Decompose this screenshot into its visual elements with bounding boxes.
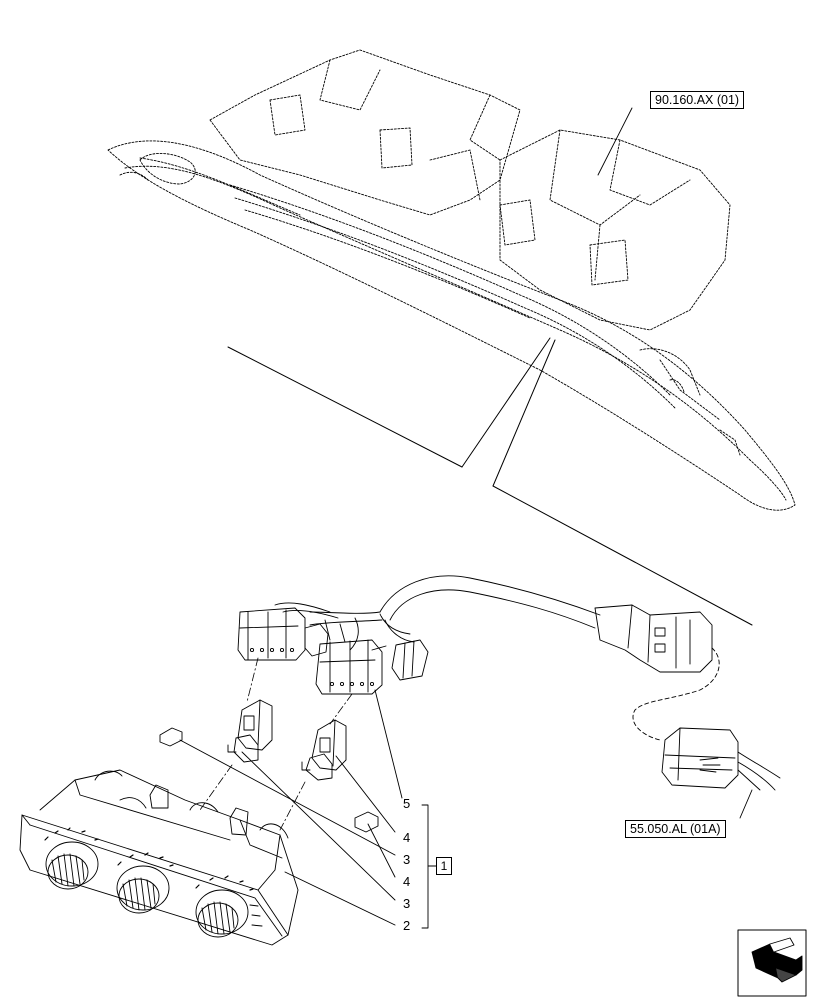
dashed-wire-link bbox=[632, 647, 720, 741]
wiring-harness bbox=[237, 575, 713, 695]
dashboard-duct-assembly bbox=[107, 49, 796, 511]
relay-right bbox=[301, 719, 347, 781]
alignment-lines bbox=[199, 657, 353, 831]
connector-55050 bbox=[661, 727, 781, 791]
pad-left bbox=[159, 727, 183, 747]
callout-3-lower: 3 bbox=[403, 896, 411, 911]
leader-ref-top bbox=[597, 107, 633, 176]
reference-box-55050[interactable]: 55.050.AL (01A) bbox=[625, 820, 726, 838]
hvac-control-panel bbox=[19, 769, 299, 946]
knob-left bbox=[45, 841, 99, 890]
callout-3-upper: 3 bbox=[403, 852, 411, 867]
knob-right bbox=[195, 889, 249, 938]
callout-4-lower: 4 bbox=[403, 874, 411, 889]
callout-2: 2 bbox=[403, 918, 411, 933]
reference-box-90160[interactable]: 90.160.AX (01) bbox=[650, 91, 745, 109]
knob-center bbox=[116, 865, 170, 914]
relay-left bbox=[227, 699, 273, 763]
nav-arrow-icon bbox=[737, 929, 807, 997]
callout-4-upper: 4 bbox=[403, 830, 411, 845]
leader-ref-right bbox=[739, 789, 753, 819]
callout-leaders bbox=[179, 689, 437, 929]
callout-5: 5 bbox=[403, 796, 411, 811]
pad-right bbox=[354, 811, 379, 833]
group-label-box: 1 bbox=[436, 857, 452, 875]
connection-lines bbox=[227, 337, 753, 626]
